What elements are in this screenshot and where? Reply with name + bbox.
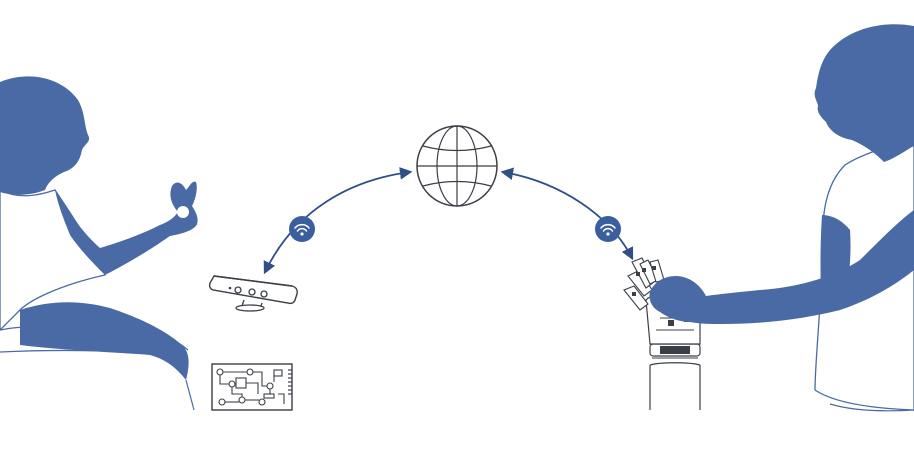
- connection-globe-hand: [500, 167, 634, 261]
- person-left-head: [0, 76, 90, 195]
- person-left-leg: [20, 302, 189, 380]
- connection-globe-kinect: [263, 167, 413, 275]
- depth-camera-icon: [208, 275, 298, 312]
- person-right-figure: [649, 24, 914, 412]
- person-left-arm: [55, 181, 198, 275]
- person-left-figure: [0, 76, 198, 411]
- wifi-icon: [289, 216, 315, 242]
- wifi-icon: [595, 216, 621, 242]
- person-right-head: [814, 24, 914, 162]
- person-right-arm: [649, 210, 914, 324]
- circuit-board-icon: [211, 363, 293, 411]
- globe-icon: [416, 125, 498, 207]
